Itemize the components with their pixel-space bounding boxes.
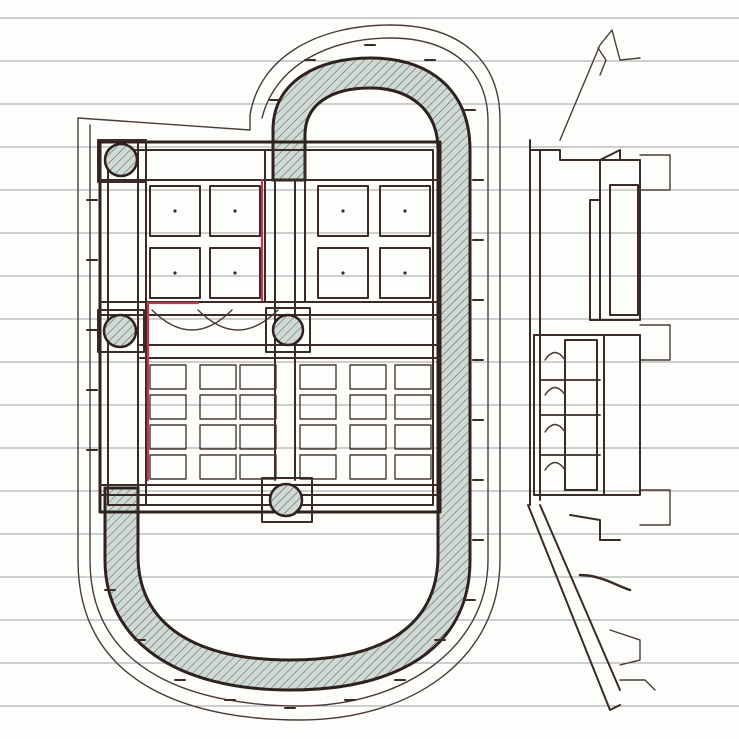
coffer-panel (379, 185, 431, 237)
coffer-panel-small (149, 424, 187, 450)
coffer-dot (341, 209, 345, 213)
red-pencil-marks (146, 178, 264, 482)
coffer-dot (341, 271, 345, 275)
coffer-dot (173, 271, 177, 275)
coffer-panel-small (149, 364, 187, 390)
columns (97, 139, 313, 523)
coffer-panel-small (149, 454, 187, 480)
side-elevation (527, 29, 671, 711)
coffer-panel (379, 247, 431, 299)
coffer-panel-small (394, 394, 432, 420)
coffer-panel-small (239, 394, 277, 420)
coffer-panel-small (199, 424, 237, 450)
coffer-dot (403, 271, 407, 275)
coffer-panel (149, 247, 201, 299)
coffer-panel-small (299, 394, 337, 420)
coffer-panel-small (239, 364, 277, 390)
coffer-panel-small (299, 454, 337, 480)
coffer-panel (149, 185, 201, 237)
coffer-panel-small (149, 394, 187, 420)
coffer-panel (317, 185, 369, 237)
coffer-panel (209, 185, 261, 237)
coffer-dot (403, 209, 407, 213)
band-arc (151, 309, 233, 331)
coffer-dot (233, 271, 237, 275)
boundary-tick-marks (86, 44, 484, 709)
coffer-dot (233, 209, 237, 213)
coffer-panel (209, 247, 261, 299)
coffer-panel-small (239, 454, 277, 480)
coffer-panel-small (394, 424, 432, 450)
coffer-panel-small (239, 424, 277, 450)
coffer-panel-small (349, 364, 387, 390)
coffer-panel-small (349, 424, 387, 450)
coffer-panel-small (199, 394, 237, 420)
coffer-panel-small (299, 424, 337, 450)
coffer-panel (317, 247, 369, 299)
coffer-panel-small (349, 394, 387, 420)
coffer-panel-small (299, 364, 337, 390)
coffer-dot (173, 209, 177, 213)
coffer-panel-small (394, 364, 432, 390)
outer-boundary (77, 24, 501, 721)
coffer-panel-small (394, 454, 432, 480)
coffer-panel-small (199, 364, 237, 390)
coffer-panel-small (199, 454, 237, 480)
coffer-grid (149, 185, 432, 480)
oval-ring-hatched (103, 56, 472, 692)
coffer-panel-small (349, 454, 387, 480)
band-arc (197, 309, 279, 331)
